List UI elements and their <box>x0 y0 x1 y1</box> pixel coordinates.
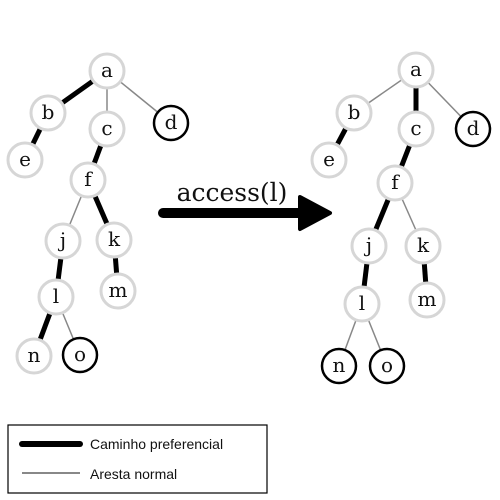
node-label: l <box>53 284 59 308</box>
node-n: n <box>15 337 53 375</box>
legend-normal-label: Aresta normal <box>90 466 177 482</box>
node-circle <box>6 141 44 179</box>
node-o: o <box>368 347 406 385</box>
node-a: a <box>397 51 435 89</box>
node-a: a <box>88 52 126 90</box>
node-circle <box>95 221 133 259</box>
node-m: m <box>99 272 137 310</box>
node-label: b <box>42 100 55 124</box>
node-circle <box>320 347 358 385</box>
node-label: m <box>418 287 437 311</box>
tree-before: a b c d e f j k l m n o <box>6 52 190 375</box>
node-label: o <box>381 353 393 377</box>
node-o: o <box>61 336 99 374</box>
node-f: f <box>376 164 414 202</box>
node-circle <box>376 164 414 202</box>
node-label: a <box>101 58 113 82</box>
node-circle <box>454 110 492 148</box>
node-circle <box>29 94 67 132</box>
node-d: d <box>454 110 492 148</box>
node-circle <box>152 104 190 142</box>
node-circle <box>343 285 381 323</box>
node-label: k <box>417 233 430 257</box>
operation-arrow: access(l) <box>158 178 332 231</box>
node-m: m <box>408 281 446 319</box>
node-circle <box>88 110 126 148</box>
node-label: d <box>467 116 480 140</box>
node-circle <box>99 272 137 310</box>
node-label: o <box>74 342 86 366</box>
node-circle <box>69 161 107 199</box>
node-circle <box>61 336 99 374</box>
node-circle <box>15 337 53 375</box>
node-b: b <box>29 94 67 132</box>
node-circle <box>368 347 406 385</box>
node-label: c <box>410 116 421 140</box>
node-circle <box>88 52 126 90</box>
node-circle <box>350 227 388 265</box>
arrow-head-icon <box>298 195 332 231</box>
node-label: c <box>101 116 112 140</box>
node-e: e <box>6 141 44 179</box>
node-b: b <box>335 94 373 132</box>
node-circle <box>44 222 82 260</box>
node-n: n <box>320 347 358 385</box>
node-label: b <box>348 100 361 124</box>
node-l: l <box>343 285 381 323</box>
node-label: m <box>109 278 128 302</box>
node-l: l <box>37 278 75 316</box>
node-d: d <box>152 104 190 142</box>
node-c: c <box>397 110 435 148</box>
node-label: l <box>359 291 365 315</box>
node-circle <box>37 278 75 316</box>
node-e: e <box>310 141 348 179</box>
node-circle <box>397 110 435 148</box>
node-k: k <box>95 221 133 259</box>
node-label: e <box>19 147 31 171</box>
legend: Caminho preferencial Aresta normal <box>7 424 268 494</box>
node-label: j <box>58 228 66 252</box>
node-label: e <box>323 147 335 171</box>
node-circle <box>335 94 373 132</box>
node-circle <box>397 51 435 89</box>
legend-preferred-label: Caminho preferencial <box>90 436 223 452</box>
legend-box <box>7 424 268 494</box>
node-label: a <box>410 57 422 81</box>
tree-after: a b c d e f j k l m n o <box>310 51 492 385</box>
node-label: d <box>165 110 178 134</box>
node-label: k <box>108 227 121 251</box>
node-circle <box>404 227 442 265</box>
node-label: j <box>364 233 372 257</box>
node-k: k <box>404 227 442 265</box>
node-label: f <box>391 170 400 194</box>
node-label: n <box>333 353 346 377</box>
node-label: f <box>84 167 93 191</box>
node-label: n <box>28 343 41 367</box>
node-circle <box>408 281 446 319</box>
node-j: j <box>44 222 82 260</box>
node-j: j <box>350 227 388 265</box>
node-f: f <box>69 161 107 199</box>
node-c: c <box>88 110 126 148</box>
node-circle <box>310 141 348 179</box>
operation-label: access(l) <box>177 178 288 207</box>
